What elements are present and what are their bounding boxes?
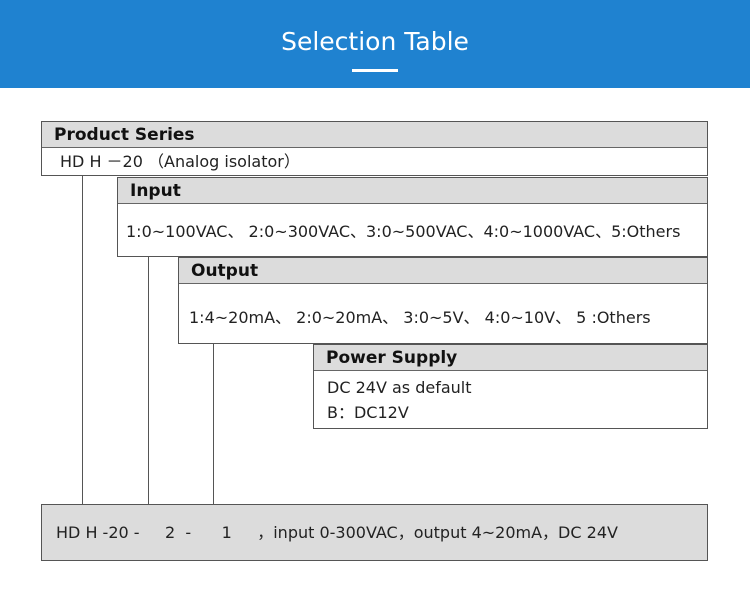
output-options: 1:4~20mA、 2:0~20mA、 3:0~5V、 4:0~10V、 5 :…	[189, 308, 651, 327]
input-box: Input 1:0~100VAC、 2:0~300VAC、3:0~500VAC、…	[117, 177, 708, 257]
product-series-value: HD H －20 （Analog isolator）	[60, 152, 300, 171]
input-options: 1:0~100VAC、 2:0~300VAC、3:0~500VAC、4:0~10…	[126, 222, 681, 241]
example-model-code: HD H -20 - 2 - 1 ，input 0-300VAC，output …	[41, 504, 708, 561]
product-series-header: Product Series	[42, 122, 707, 148]
title-underline	[352, 69, 398, 72]
connector-line-output	[213, 344, 214, 504]
page-title: Selection Table	[281, 27, 469, 56]
connector-line-series	[82, 176, 83, 504]
power-supply-option-b: B：DC12V	[327, 403, 409, 422]
power-supply-box: Power Supply DC 24V as default B：DC12V	[313, 344, 708, 429]
header-banner: Selection Table	[0, 0, 750, 88]
output-box: Output 1:4~20mA、 2:0~20mA、 3:0~5V、 4:0~1…	[178, 257, 708, 344]
product-series-box: Product Series HD H －20 （Analog isolator…	[41, 121, 708, 176]
input-header: Input	[118, 178, 707, 204]
power-supply-default: DC 24V as default	[327, 378, 472, 397]
output-header: Output	[179, 258, 707, 284]
connector-line-input	[148, 257, 149, 504]
power-supply-header: Power Supply	[314, 345, 707, 371]
